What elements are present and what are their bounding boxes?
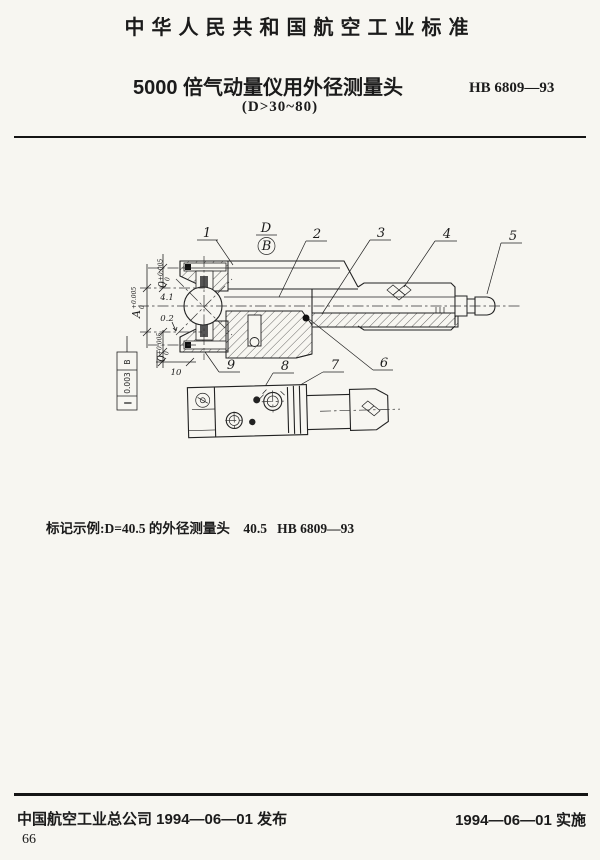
footer-implement-date: 1994—06—01 实施 (455, 812, 586, 829)
part-callouts: 1 2 3 4 5 6 7 (197, 226, 522, 397)
svg-text:D: D (260, 221, 272, 236)
svg-text:0: 0 (155, 355, 168, 362)
svg-text:+0.005: +0.005 (157, 333, 164, 355)
svg-text:B: B (261, 239, 272, 254)
svg-text:8: 8 (281, 359, 289, 374)
contact-pin (247, 314, 262, 347)
knurl-symbol (386, 284, 412, 301)
upper-seal-assembly (183, 262, 227, 290)
svg-text:7: 7 (331, 358, 340, 373)
diameter-range: (D>30~80) (241, 99, 319, 115)
feature-control-frame: B 0.003 ∥ (116, 336, 138, 411)
svg-text:9: 9 (227, 358, 235, 373)
dimension-label-a: A +0.005 0 (130, 287, 146, 319)
datum-circle-b (257, 237, 276, 255)
technical-drawing: A +0.005 0 0 +0.005 0 0 +0.005 0 4.1 0.2… (116, 221, 522, 439)
svg-text:0: 0 (156, 281, 169, 288)
upper-section-view: A +0.005 0 0 +0.005 0 0 +0.005 0 4.1 0.2… (116, 221, 522, 411)
standard-subtitle: 5000 倍气动量仪用外径测量头 (133, 77, 404, 99)
svg-text:3: 3 (377, 226, 385, 241)
svg-text:+0.005: +0.005 (158, 259, 165, 281)
body-outline (186, 383, 309, 439)
rear-cylinder (306, 393, 351, 431)
svg-text:0: 0 (139, 305, 146, 309)
end-screw (195, 392, 211, 408)
dimension-lines (142, 254, 196, 368)
footer-publisher: 中国航空工业总公司 1994—06—01 发布 (17, 811, 288, 828)
callout-4: 4 (403, 227, 457, 288)
shaft-seal-ring (302, 314, 310, 322)
svg-text:2: 2 (312, 227, 321, 242)
dimension-value-width: 10 (171, 368, 182, 378)
callout-1: 1 (197, 226, 234, 266)
svg-text:A: A (130, 310, 143, 319)
callout-5: 5 (486, 229, 522, 295)
dimension-value-top: 4.1 (159, 293, 174, 303)
marking-example: 标记示例:D=40.5 的外径测量头 40.5 HB 6809—93 (46, 521, 355, 536)
svg-text:0: 0 (165, 277, 172, 281)
footer-rule (14, 793, 588, 796)
svg-text:6: 6 (380, 356, 388, 371)
callout-2: 2 (278, 227, 327, 298)
svg-text:+0.005: +0.005 (131, 287, 138, 309)
screw-small-bottom (249, 418, 256, 426)
standard-number: HB 6809—93 (469, 80, 555, 96)
svg-text:0: 0 (164, 351, 171, 355)
callout-9: 9 (204, 351, 240, 373)
centerlines (138, 256, 522, 360)
page-number: 66 (22, 832, 36, 847)
svg-text:4: 4 (442, 227, 451, 242)
svg-text:0.003: 0.003 (123, 372, 132, 394)
datum-reference-d: D B (256, 221, 277, 255)
adjusting-hole-large (259, 389, 285, 413)
callout-6: 6 (308, 318, 393, 371)
callout-3: 3 (321, 226, 391, 315)
dimension-value-bottom: 0.2 (160, 314, 174, 324)
screw-small-top (253, 396, 261, 404)
adjusting-hole-small (225, 411, 244, 430)
knurled-knob (348, 388, 389, 431)
header-rule (14, 136, 586, 138)
svg-text:1: 1 (203, 226, 211, 241)
svg-text:∥: ∥ (123, 401, 132, 405)
svg-text:B: B (123, 359, 132, 364)
dimension-label-top-gap: 0 +0.005 0 (156, 259, 172, 288)
svg-text:5: 5 (509, 229, 517, 244)
lower-side-view (186, 383, 401, 439)
standard-title: 中华人民共和国航空工业标准 (124, 17, 476, 39)
housing-outline (179, 260, 455, 359)
dimension-label-bottom-gap: 0 +0.005 0 (155, 333, 171, 362)
